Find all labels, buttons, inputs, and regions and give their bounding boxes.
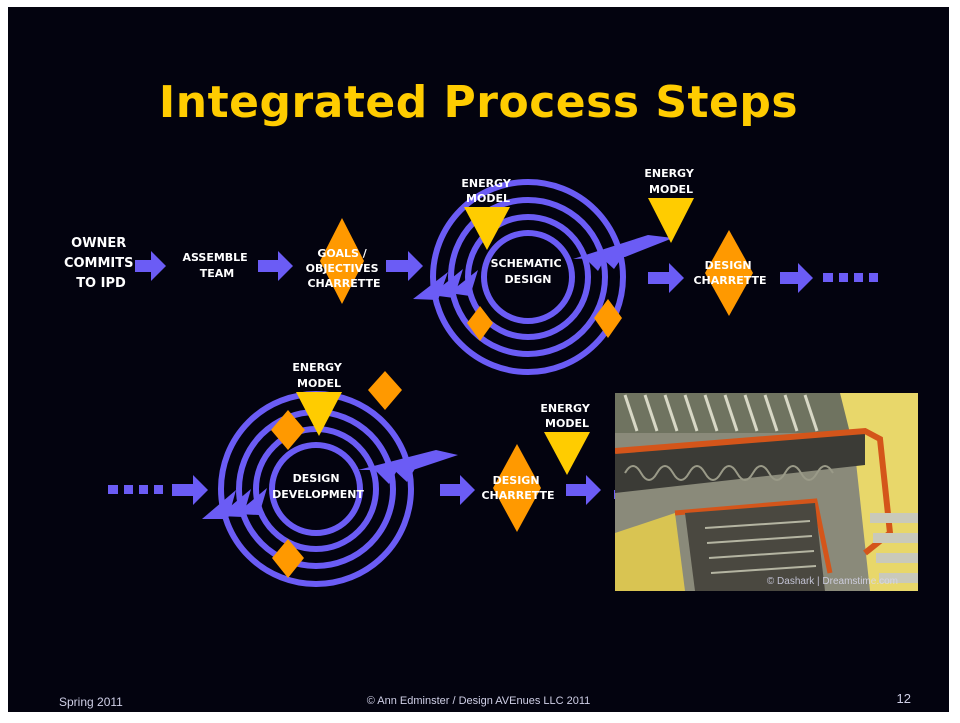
- schematic-exit-arrow: [573, 235, 673, 259]
- dd-arrowhead: [236, 488, 267, 515]
- dd-exit-arrowhead: [393, 467, 416, 482]
- dd-exit-arrowhead: [375, 469, 398, 484]
- schematic-design-label: SCHEMATIC DESIGN: [491, 257, 566, 286]
- energy-model-label: ENERGY MODEL: [292, 361, 345, 390]
- design-charrette-diamond-2: [493, 444, 541, 532]
- footer-date: Spring 2011: [59, 695, 123, 709]
- design-charrette-diamond: [705, 230, 753, 316]
- dd-charrette-diamond: [272, 539, 304, 578]
- arrow-into-development: [172, 475, 208, 505]
- schematic-exit-arrowhead: [601, 256, 623, 269]
- energy-model-triangle: [296, 392, 342, 436]
- dd-charrette-diamond: [271, 410, 305, 450]
- arrow-charrette-to-next: [780, 263, 813, 293]
- continuation-dot: [854, 273, 863, 282]
- schematic-charrette-diamond: [467, 306, 493, 341]
- energy-model-triangle: [544, 432, 590, 475]
- continuation-dot: [108, 485, 118, 494]
- dd-loop-inner: [269, 442, 363, 536]
- arrow-owner-to-team: [135, 251, 166, 281]
- continuation-dot: [839, 273, 848, 282]
- goals-charrette-diamond: [320, 218, 364, 304]
- design-development-label: DESIGN DEVELOPMENT: [272, 472, 364, 501]
- energy-model-triangle: [648, 198, 694, 243]
- arrow-team-to-goals: [258, 251, 293, 281]
- schematic-loop-inner: [481, 230, 575, 324]
- schematic-loop-2: [448, 197, 608, 357]
- arrow-goals-to-schematic: [386, 251, 423, 281]
- continuation-dot: [124, 485, 133, 494]
- energy-model-label: ENERGY MODEL: [540, 402, 593, 430]
- design-charrette-label: DESIGN CHARRETTE: [693, 259, 766, 287]
- energy-model-label: ENERGY MODEL: [644, 167, 697, 196]
- continuation-dot: [869, 273, 878, 282]
- dd-charrette-diamond: [368, 371, 402, 410]
- continuation-dot: [154, 485, 163, 494]
- slide: Integrated Process Steps: [8, 7, 949, 712]
- continuation-dot: [139, 485, 148, 494]
- stairwell-photo: © Dashark | Dreamstime.com: [615, 393, 918, 591]
- schematic-exit-arrowhead: [585, 257, 606, 271]
- dd-exit-arrow: [358, 450, 458, 470]
- footer-copyright: © Ann Edminster / Design AVEnues LLC 201…: [366, 695, 591, 707]
- schematic-charrette-diamond: [594, 299, 622, 338]
- assemble-team-label: ASSEMBLE TEAM: [182, 251, 251, 280]
- energy-model-triangle: [464, 207, 510, 250]
- design-charrette-label: DESIGN CHARRETTE: [481, 474, 554, 502]
- arrow-charrette-to-photo: [566, 475, 601, 505]
- process-diagram: OWNER COMMITS TO IPD ASSEMBLE TEAM GOALS…: [64, 167, 878, 587]
- continuation-dot: [823, 273, 833, 282]
- arrow-development-to-charrette: [440, 475, 475, 505]
- stairwell-illustration: [615, 393, 918, 591]
- photo-credit: © Dashark | Dreamstime.com: [766, 576, 898, 587]
- goals-charrette-label: GOALS / OBJECTIVES CHARRETTE: [306, 247, 383, 290]
- arrow-schematic-to-charrette: [648, 263, 684, 293]
- owner-commits-label: OWNER COMMITS TO IPD: [64, 236, 138, 291]
- energy-model-label: ENERGY MODEL: [461, 177, 514, 205]
- schematic-loop-3: [465, 214, 591, 340]
- schematic-loop-outer: [430, 179, 626, 375]
- page-number: 12: [896, 691, 911, 706]
- slide-title: Integrated Process Steps: [158, 77, 799, 128]
- schematic-arrowhead: [449, 270, 478, 296]
